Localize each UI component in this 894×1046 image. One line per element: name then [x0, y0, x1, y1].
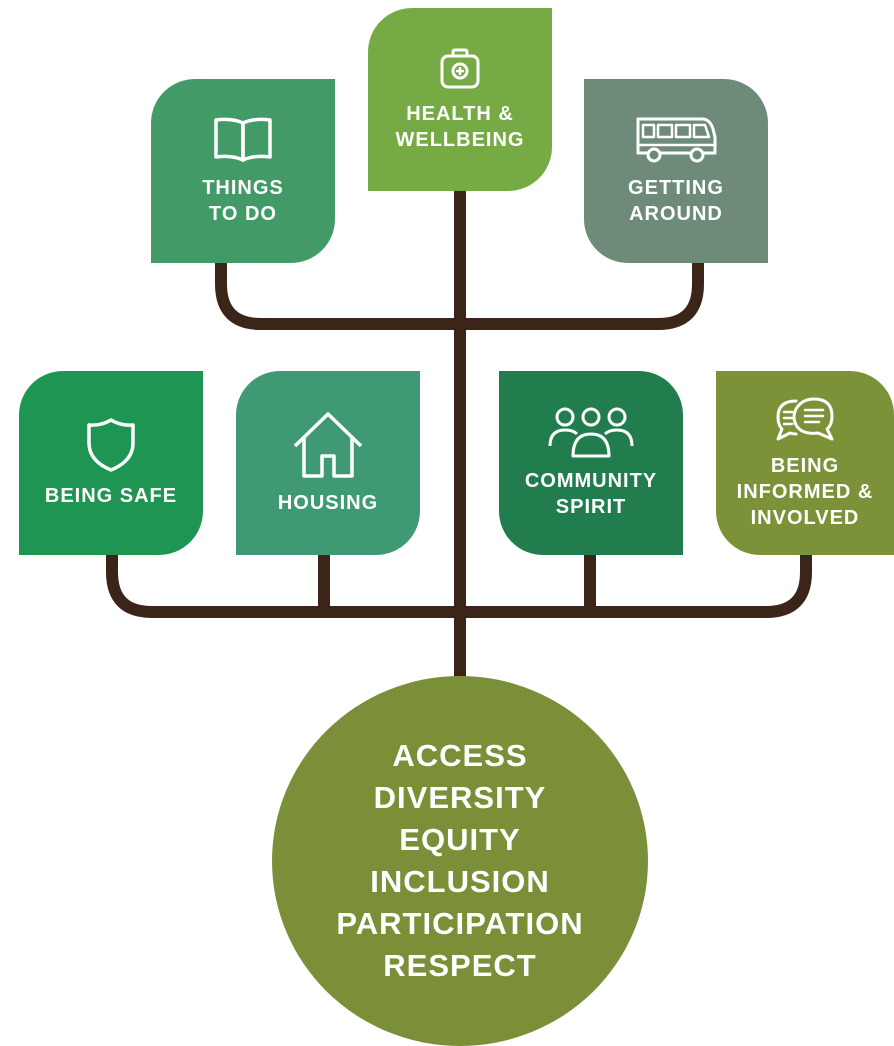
value-item: INCLUSION — [370, 864, 550, 899]
tile-housing: HOUSING — [236, 371, 420, 555]
tile-label: GETTING AROUND — [628, 177, 724, 225]
tile-health-wellbeing: HEALTH & WELLBEING — [368, 8, 552, 191]
upper-branch — [215, 262, 704, 330]
tile-label: HEALTH & WELLBEING — [395, 102, 525, 151]
value-item: EQUITY — [399, 822, 521, 857]
shield-icon — [87, 418, 135, 472]
tile-community-spirit: COMMUNITY SPIRIT — [499, 371, 683, 555]
values-circle: ACCESS DIVERSITY EQUITY INCLUSION PARTIC… — [272, 676, 648, 1046]
tile-label: HOUSING — [277, 492, 379, 514]
tile-getting-around: GETTING AROUND — [584, 79, 768, 263]
value-item: RESPECT — [383, 948, 537, 983]
house-icon — [293, 412, 363, 478]
value-item: DIVERSITY — [373, 780, 547, 815]
value-item: PARTICIPATION — [336, 906, 584, 941]
people-group-icon — [548, 407, 634, 458]
tile-label: THINGS TO DO — [202, 177, 284, 225]
lower-branch — [106, 554, 812, 618]
tile-label: BEING INFORMED & INVOLVED — [736, 455, 874, 529]
open-book-icon — [214, 117, 272, 162]
tile-being-safe: BEING SAFE — [19, 371, 203, 555]
first-aid-kit-icon — [440, 48, 480, 88]
bus-icon — [636, 117, 717, 163]
tile-being-informed-involved: BEING INFORMED & INVOLVED — [716, 371, 894, 555]
speech-bubbles-icon — [776, 397, 834, 441]
value-item: ACCESS — [392, 738, 528, 773]
tile-things-to-do: THINGS TO DO — [151, 79, 335, 263]
tile-label: BEING SAFE — [44, 485, 178, 507]
tile-label: COMMUNITY SPIRIT — [524, 470, 658, 518]
